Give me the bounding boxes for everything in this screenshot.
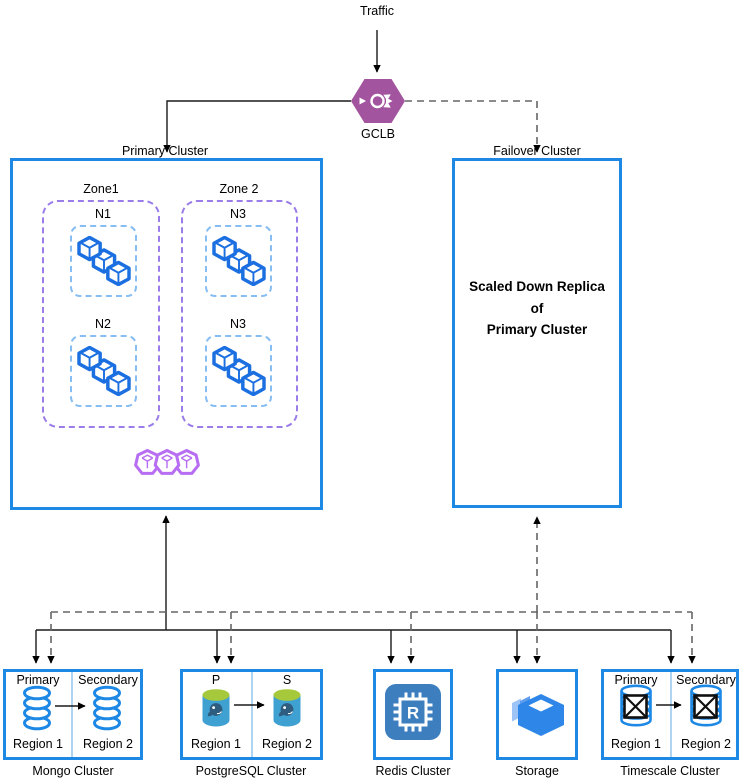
pods-icon: [134, 449, 200, 475]
gclb-icon: [351, 78, 405, 129]
postgresql-icon-primary: [202, 689, 230, 727]
zone-2-box: [181, 200, 298, 428]
primary-cluster-label: Primary Cluster: [121, 144, 209, 158]
redis-icon: R: [385, 684, 441, 740]
failover-cluster-label: Failover Cluster: [493, 144, 581, 158]
zone-1-label: Zone1: [83, 182, 119, 196]
workload-cubes-icon-n1: [77, 236, 131, 286]
redis-chip-letter: R: [407, 704, 419, 723]
traffic-label: Traffic: [359, 4, 395, 18]
postgres-region1-label: Region 1: [190, 737, 242, 751]
timescale-region1-label: Region 1: [610, 737, 662, 751]
timescale-icon-primary: [620, 684, 652, 727]
failover-description-line1: Scaled Down Replica: [469, 279, 605, 294]
zone-2-label: Zone 2: [219, 182, 259, 196]
node-n3b-label: N3: [230, 317, 246, 331]
timescale-icon-secondary: [690, 684, 722, 727]
failover-cluster-box: [452, 158, 622, 508]
node-n1-label: N1: [95, 207, 111, 221]
mongo-primary-label: Primary: [16, 673, 60, 687]
redis-cluster-title: Redis Cluster: [375, 764, 451, 778]
node-n1-box: [70, 225, 137, 297]
mongodb-icon-primary: [23, 685, 51, 731]
node-n3a-box: [205, 225, 272, 297]
storage-title: Storage: [515, 764, 559, 778]
mongo-region-divider: [71, 672, 73, 757]
mongodb-icon-secondary: [93, 685, 121, 731]
timescale-cluster-title: Timescale Cluster: [620, 764, 720, 778]
mongo-region2-label: Region 2: [82, 737, 134, 751]
timescale-primary-label: Primary: [614, 673, 658, 687]
node-n2-box: [70, 335, 137, 407]
gclb-label: GCLB: [360, 127, 396, 141]
postgres-secondary-label: S: [282, 673, 292, 687]
node-n3a-label: N3: [230, 207, 246, 221]
mongo-secondary-label: Secondary: [78, 673, 138, 687]
workload-cubes-icon-n2: [77, 346, 131, 396]
mongo-region1-label: Region 1: [12, 737, 64, 751]
postgresql-icon-secondary: [272, 688, 302, 728]
failover-description: Scaled Down Replica of Primary Cluster: [469, 276, 605, 341]
zone-1-box: [42, 200, 160, 428]
timescale-region2-label: Region 2: [680, 737, 732, 751]
timescale-region-divider: [670, 672, 672, 757]
postgres-primary-label: P: [211, 673, 221, 687]
storage-icon: [512, 694, 564, 736]
node-n2-label: N2: [95, 317, 111, 331]
workload-cubes-icon-n3a: [212, 236, 266, 286]
postgresql-cluster-title: PostgreSQL Cluster: [195, 764, 307, 778]
timescale-secondary-label: Secondary: [676, 673, 736, 687]
mongo-cluster-title: Mongo Cluster: [32, 764, 114, 778]
failover-description-line3: Primary Cluster: [486, 322, 588, 338]
node-n3b-box: [205, 335, 272, 407]
failover-description-line2: of: [530, 300, 544, 316]
postgres-region2-label: Region 2: [261, 737, 313, 751]
postgres-region-divider: [251, 672, 253, 757]
workload-cubes-icon-n3b: [212, 346, 266, 396]
